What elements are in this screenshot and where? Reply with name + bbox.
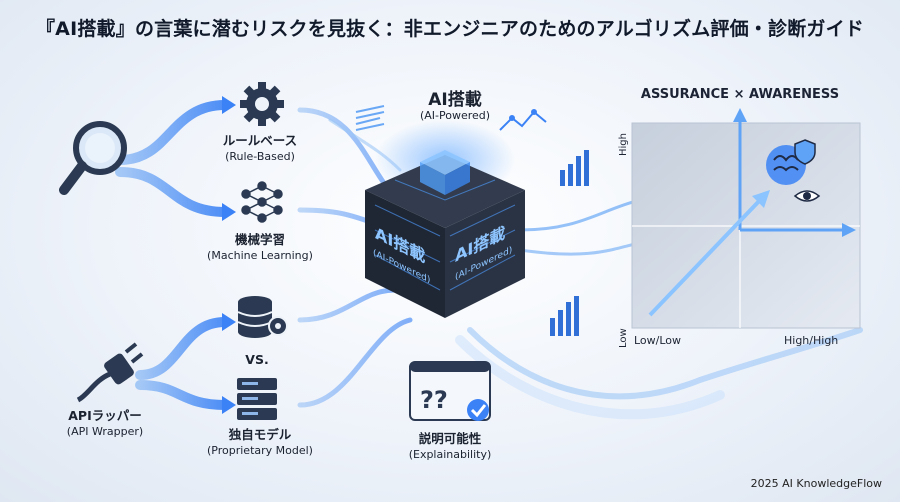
machine-learning-sub: (Machine Learning) xyxy=(207,249,313,262)
vs-label: VS. xyxy=(245,352,269,367)
quadrant-y-high: High xyxy=(618,133,629,156)
brain-shield-icon xyxy=(766,139,816,185)
rule-based-sub: (Rule-Based) xyxy=(225,150,295,163)
arrow-head-rule xyxy=(222,96,236,114)
plug-icon xyxy=(76,342,144,403)
quadrant-x-high: High/High xyxy=(784,334,839,347)
neural-network-icon xyxy=(241,181,283,223)
explainability-window-icon: ?? xyxy=(409,361,491,421)
flow-arrows-bottom xyxy=(135,287,413,410)
proprietary-model-title: 独自モデル xyxy=(228,427,292,442)
proprietary-model-label: 独自モデル (Proprietary Model) xyxy=(195,427,325,459)
server-icon xyxy=(237,378,277,420)
proprietary-model-sub: (Proprietary Model) xyxy=(207,444,313,457)
database-gear-icon xyxy=(237,296,288,338)
explainability-sub: (Explainability) xyxy=(408,448,492,461)
machine-learning-title: 機械学習 xyxy=(234,232,285,247)
api-wrapper-title: APIラッパー xyxy=(68,408,142,423)
cube-title-main: AI搭載 xyxy=(428,90,482,110)
gear-icon xyxy=(240,82,284,126)
api-wrapper-sub: (API Wrapper) xyxy=(66,425,144,438)
quadrant-x-low: Low/Low xyxy=(634,334,682,347)
eye-icon xyxy=(793,190,821,202)
cube-title: AI搭載 (AI-Powered) xyxy=(395,92,515,124)
api-wrapper-label: APIラッパー (API Wrapper) xyxy=(50,408,160,440)
rule-based-title: ルールベース xyxy=(222,133,298,148)
page-title: 『AI搭載』の言葉に潜むリスクを見抜く：非エンジニアのためのアルゴリズム評価・診… xyxy=(35,18,864,40)
quadrant-title: ASSURANCE × AWARENESS xyxy=(640,87,840,102)
arrow-head-db xyxy=(222,313,236,331)
explainability-title: 説明可能性 xyxy=(418,431,482,446)
svg-text:??: ?? xyxy=(420,386,448,414)
bar-chart-icon-bottom xyxy=(550,296,579,336)
bar-chart-icon-top xyxy=(560,150,589,186)
machine-learning-label: 機械学習 (Machine Learning) xyxy=(195,232,325,264)
rule-based-label: ルールベース (Rule-Based) xyxy=(200,133,320,165)
ai-cube xyxy=(365,120,525,318)
text-lines-icon xyxy=(355,105,385,131)
explainability-label: 説明可能性 (Explainability) xyxy=(390,431,510,463)
footer-credit: 2025 AI KnowledgeFlow xyxy=(750,477,882,490)
quadrant-chart xyxy=(631,108,861,329)
arrow-head-ml xyxy=(222,203,236,221)
arrow-head-server xyxy=(222,396,236,414)
quadrant-y-low: Low xyxy=(618,328,629,348)
magnifier-icon xyxy=(59,121,127,195)
cube-title-sub: (AI-Powered) xyxy=(419,109,491,122)
line-chart-icon xyxy=(499,109,547,131)
